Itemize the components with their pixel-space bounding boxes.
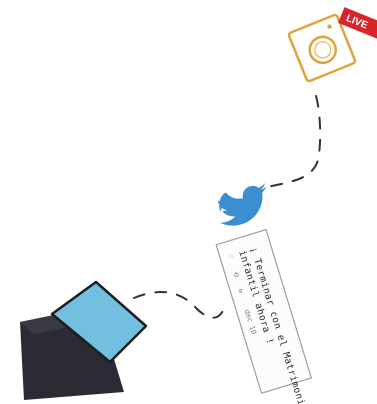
laptop-icon (20, 282, 146, 400)
twitter-bird-icon (215, 183, 271, 228)
dashed-connector-top (262, 96, 320, 188)
tweet-card: ¡ Terminar con el Matrimonio infantil ah… (216, 230, 320, 404)
dashed-connector-bottom (134, 292, 224, 318)
